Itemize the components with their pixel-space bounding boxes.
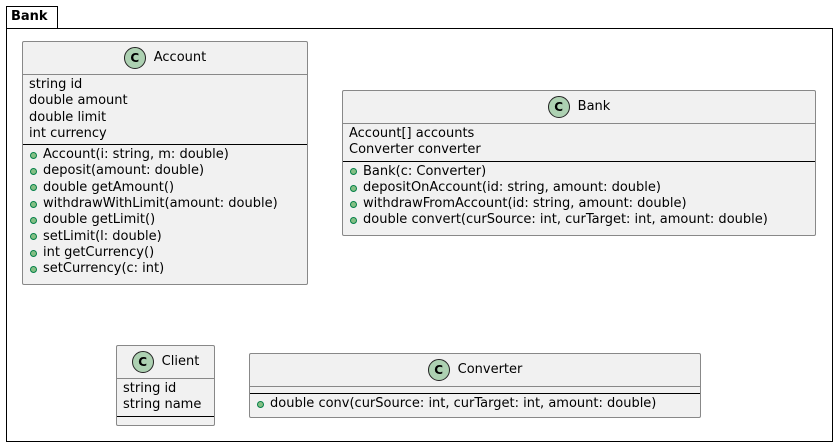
public-visibility-icon — [30, 151, 37, 159]
class-method: setLimit(l: double) — [29, 229, 301, 245]
public-visibility-icon — [350, 217, 357, 225]
class-methods: Bank(c: Converter)depositOnAccount(id: s… — [343, 162, 815, 232]
class-name: Client — [161, 353, 200, 369]
class-field: double limit — [29, 109, 107, 125]
method-signature: setLimit(l: double) — [43, 228, 162, 244]
method-signature: depositOnAccount(id: string, amount: dou… — [363, 179, 661, 195]
method-signature: withdrawWithLimit(amount: double) — [43, 196, 278, 212]
method-signature: int getCurrency() — [43, 244, 155, 260]
public-visibility-icon — [350, 200, 357, 208]
public-visibility-icon — [30, 184, 37, 192]
class-method: withdrawWithLimit(amount: double) — [29, 196, 301, 212]
class-field: Account[] accounts — [349, 126, 475, 141]
public-visibility-icon — [30, 200, 37, 208]
class-name: Converter — [457, 361, 523, 377]
class-badge-icon: C — [547, 96, 570, 118]
class-method: Account(i: string, m: double) — [29, 147, 301, 163]
class-badge-icon: C — [427, 359, 450, 381]
class-converter[interactable]: C Converter double conv(curSource: int, cu… — [249, 353, 701, 418]
class-field: int currency — [29, 125, 107, 141]
class-header: C Client — [117, 346, 214, 379]
method-signature: setCurrency(c: int) — [43, 261, 165, 277]
class-method: double convert(curSource: int, curTarget… — [349, 212, 809, 228]
package-name: Bank — [11, 9, 48, 24]
public-visibility-icon — [257, 400, 264, 408]
class-method: double getLimit() — [29, 212, 301, 228]
method-signature: Bank(c: Converter) — [363, 163, 487, 179]
public-visibility-icon — [30, 233, 37, 241]
public-visibility-icon — [350, 168, 357, 176]
class-methods — [117, 417, 214, 425]
public-visibility-icon — [30, 265, 37, 273]
public-visibility-icon — [350, 184, 357, 192]
method-signature: withdrawFromAccount(id: string, amount: … — [363, 196, 687, 212]
class-header: C Bank — [343, 91, 815, 124]
class-method: double getAmount() — [29, 180, 301, 196]
public-visibility-icon — [30, 217, 37, 225]
class-name: Bank — [577, 98, 611, 114]
class-badge-icon: C — [131, 351, 154, 373]
class-name: Account — [153, 49, 207, 65]
class-field: double amount — [29, 93, 128, 109]
public-visibility-icon — [30, 249, 37, 257]
public-visibility-icon — [30, 168, 37, 176]
class-method: depositOnAccount(id: string, amount: dou… — [349, 180, 809, 196]
class-header: C Account — [23, 42, 307, 75]
method-signature: deposit(amount: double) — [43, 163, 205, 179]
package-tab: Bank — [6, 6, 58, 28]
method-signature: Account(i: string, m: double) — [43, 147, 229, 163]
class-fields — [250, 387, 700, 394]
class-field: string id — [123, 381, 177, 396]
class-methods: Account(i: string, m: double)deposit(amo… — [23, 145, 307, 280]
method-signature: double getAmount() — [43, 179, 175, 195]
method-signature: double conv(curSource: int, curTarget: i… — [270, 396, 657, 411]
class-method: int getCurrency() — [29, 245, 301, 261]
class-field: Converter converter — [349, 142, 481, 158]
class-method: setCurrency(c: int) — [29, 261, 301, 277]
class-method: deposit(amount: double) — [29, 163, 301, 179]
method-signature: double convert(curSource: int, curTarget… — [363, 212, 768, 228]
class-field: string name — [123, 397, 202, 413]
class-methods: double conv(curSource: int, curTarget: i… — [250, 394, 700, 415]
class-method: double conv(curSource: int, curTarget: i… — [256, 396, 694, 412]
method-signature: double getLimit() — [43, 212, 156, 228]
class-field: string id — [29, 77, 83, 92]
class-method: Bank(c: Converter) — [349, 164, 809, 180]
class-method: withdrawFromAccount(id: string, amount: … — [349, 196, 809, 212]
class-header: C Converter — [250, 354, 700, 387]
class-badge-icon: C — [123, 47, 146, 69]
